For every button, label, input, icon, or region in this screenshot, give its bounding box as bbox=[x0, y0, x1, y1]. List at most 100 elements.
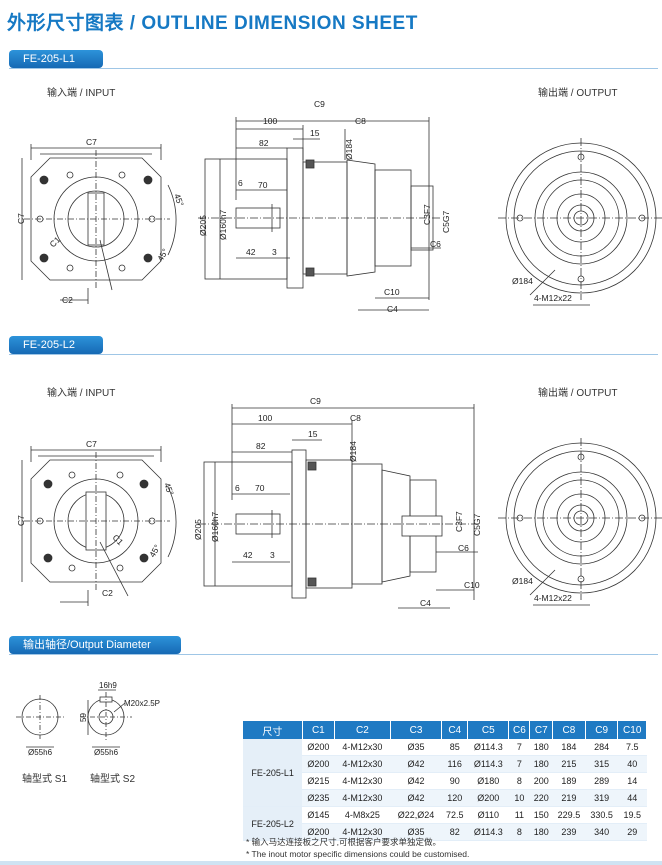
dim-d205: Ø205 bbox=[193, 519, 203, 540]
table-cell: 220 bbox=[529, 789, 553, 807]
table-cell: 180 bbox=[529, 755, 553, 773]
table-cell: 215 bbox=[552, 755, 586, 773]
dim-angle-45: 45° bbox=[147, 543, 162, 559]
shaft-s1-label: 轴型式 S1 bbox=[22, 774, 68, 785]
table-cell: 4-M12x30 bbox=[334, 739, 391, 756]
table-cell: 315 bbox=[585, 755, 618, 773]
dim-angle-45: 45° bbox=[155, 247, 170, 263]
table-cell: 219 bbox=[552, 789, 586, 807]
table-cell: 82 bbox=[441, 823, 468, 841]
table-cell: 8 bbox=[508, 772, 530, 790]
table-cell: 7 bbox=[508, 755, 530, 773]
table-cell: 4-M8x25 bbox=[334, 806, 391, 824]
input-label: 输入端 / INPUT bbox=[47, 388, 116, 399]
table-cell: 180 bbox=[529, 739, 553, 756]
dim-bolt: 4-M12x22 bbox=[534, 593, 572, 603]
input-flange-view-l2 bbox=[21, 446, 177, 606]
dim-82: 82 bbox=[256, 441, 266, 451]
table-header: C2 bbox=[334, 721, 391, 739]
dim-42: 42 bbox=[246, 247, 256, 257]
table-cell: Ø42 bbox=[390, 772, 442, 790]
table-cell: 289 bbox=[585, 772, 618, 790]
dim-shaft-s1-diameter: Ø55h6 bbox=[28, 748, 53, 757]
dim-c7-vertical: C7 bbox=[16, 515, 26, 526]
dim-70: 70 bbox=[255, 483, 265, 493]
table-cell: Ø200 bbox=[302, 755, 335, 773]
dim-c10: C10 bbox=[464, 580, 480, 590]
dim-c6: C6 bbox=[458, 543, 469, 553]
dim-d184: Ø184 bbox=[348, 441, 358, 462]
dim-c7: C7 bbox=[86, 439, 97, 449]
table-cell: 19.5 bbox=[617, 806, 647, 824]
dim-c9: C9 bbox=[314, 99, 325, 109]
table-cell: 116 bbox=[441, 755, 468, 773]
dim-d184-output: Ø184 bbox=[512, 576, 533, 586]
table-cell: Ø200 bbox=[302, 823, 335, 841]
table-cell: Ø235 bbox=[302, 789, 335, 807]
table-cell: 120 bbox=[441, 789, 468, 807]
dim-angle-45: 45° bbox=[162, 481, 176, 497]
dim-15: 15 bbox=[308, 429, 318, 439]
dim-shaft-thread: M20x2.5P bbox=[124, 699, 160, 708]
table-cell: 200 bbox=[529, 772, 553, 790]
dim-3: 3 bbox=[272, 247, 277, 257]
dim-100: 100 bbox=[258, 413, 272, 423]
note-english: * The inout motor specific dimensions co… bbox=[246, 849, 470, 859]
table-cell: 340 bbox=[585, 823, 618, 841]
dim-42: 42 bbox=[243, 550, 253, 560]
table-header: C9 bbox=[585, 721, 619, 739]
table-cell: 10 bbox=[508, 789, 530, 807]
dim-bolt: 4-M12x22 bbox=[534, 293, 572, 303]
table-cell: Ø114.3 bbox=[467, 823, 509, 841]
side-view-l2 bbox=[198, 404, 480, 609]
table-cell: Ø145 bbox=[302, 806, 335, 824]
table-cell: Ø42 bbox=[390, 755, 442, 773]
dim-c6: C6 bbox=[430, 239, 441, 249]
output-flange-view-l2 bbox=[498, 438, 662, 606]
table-cell: 7.5 bbox=[617, 739, 647, 756]
table-header: C1 bbox=[302, 721, 335, 739]
dim-82: 82 bbox=[259, 138, 269, 148]
table-cell: 7 bbox=[508, 739, 530, 756]
table-cell: Ø22,Ø24 bbox=[390, 806, 442, 824]
note-chinese: * 输入马达连接板之尺寸,可根据客户要求单独定做。 bbox=[246, 837, 442, 847]
dim-d184: Ø184 bbox=[344, 139, 354, 160]
output-label: 输出端 / OUTPUT bbox=[538, 388, 618, 399]
dim-c2: C2 bbox=[62, 295, 73, 305]
dim-shaft-height: 59 bbox=[79, 713, 88, 722]
section-badge-shaft: 输出轴径/Output Diameter bbox=[9, 636, 181, 654]
dim-c3: C3F7 bbox=[422, 204, 432, 225]
table-cell: 72.5 bbox=[441, 806, 468, 824]
section-divider bbox=[9, 68, 658, 69]
table-cell: Ø114.3 bbox=[467, 755, 509, 773]
shaft-s1-drawing bbox=[16, 695, 64, 748]
table-cell: 4-M12x30 bbox=[334, 823, 391, 841]
shaft-s2-label: 轴型式 S2 bbox=[90, 774, 136, 785]
dim-c9: C9 bbox=[310, 396, 321, 406]
dim-c3: C3F7 bbox=[454, 511, 464, 532]
dim-shaft-s2-diameter: Ø55h6 bbox=[94, 748, 119, 757]
section-divider bbox=[9, 654, 658, 655]
table-cell: 184 bbox=[552, 739, 586, 756]
section-badge-l1: FE-205-L1 bbox=[9, 50, 103, 68]
section-divider bbox=[9, 354, 658, 355]
shaft-s2-drawing bbox=[80, 689, 132, 748]
table-cell: 85 bbox=[441, 739, 468, 756]
dim-c7: C7 bbox=[86, 137, 97, 147]
model-cell: FE-205-L2 bbox=[243, 806, 303, 841]
table-header: C3 bbox=[390, 721, 443, 739]
dim-c5: C5G7 bbox=[472, 514, 482, 536]
spec-table: 尺寸 C1 C2 C3 C4 C5 C6 C7 C8 C9 C10 FE-205… bbox=[243, 721, 647, 841]
table-cell: Ø35 bbox=[390, 823, 442, 841]
table-header-row: 尺寸 C1 C2 C3 C4 C5 C6 C7 C8 C9 C10 bbox=[243, 721, 647, 739]
table-cell: 4-M12x30 bbox=[334, 772, 391, 790]
table-cell: Ø110 bbox=[467, 806, 509, 824]
dim-c8: C8 bbox=[355, 116, 366, 126]
